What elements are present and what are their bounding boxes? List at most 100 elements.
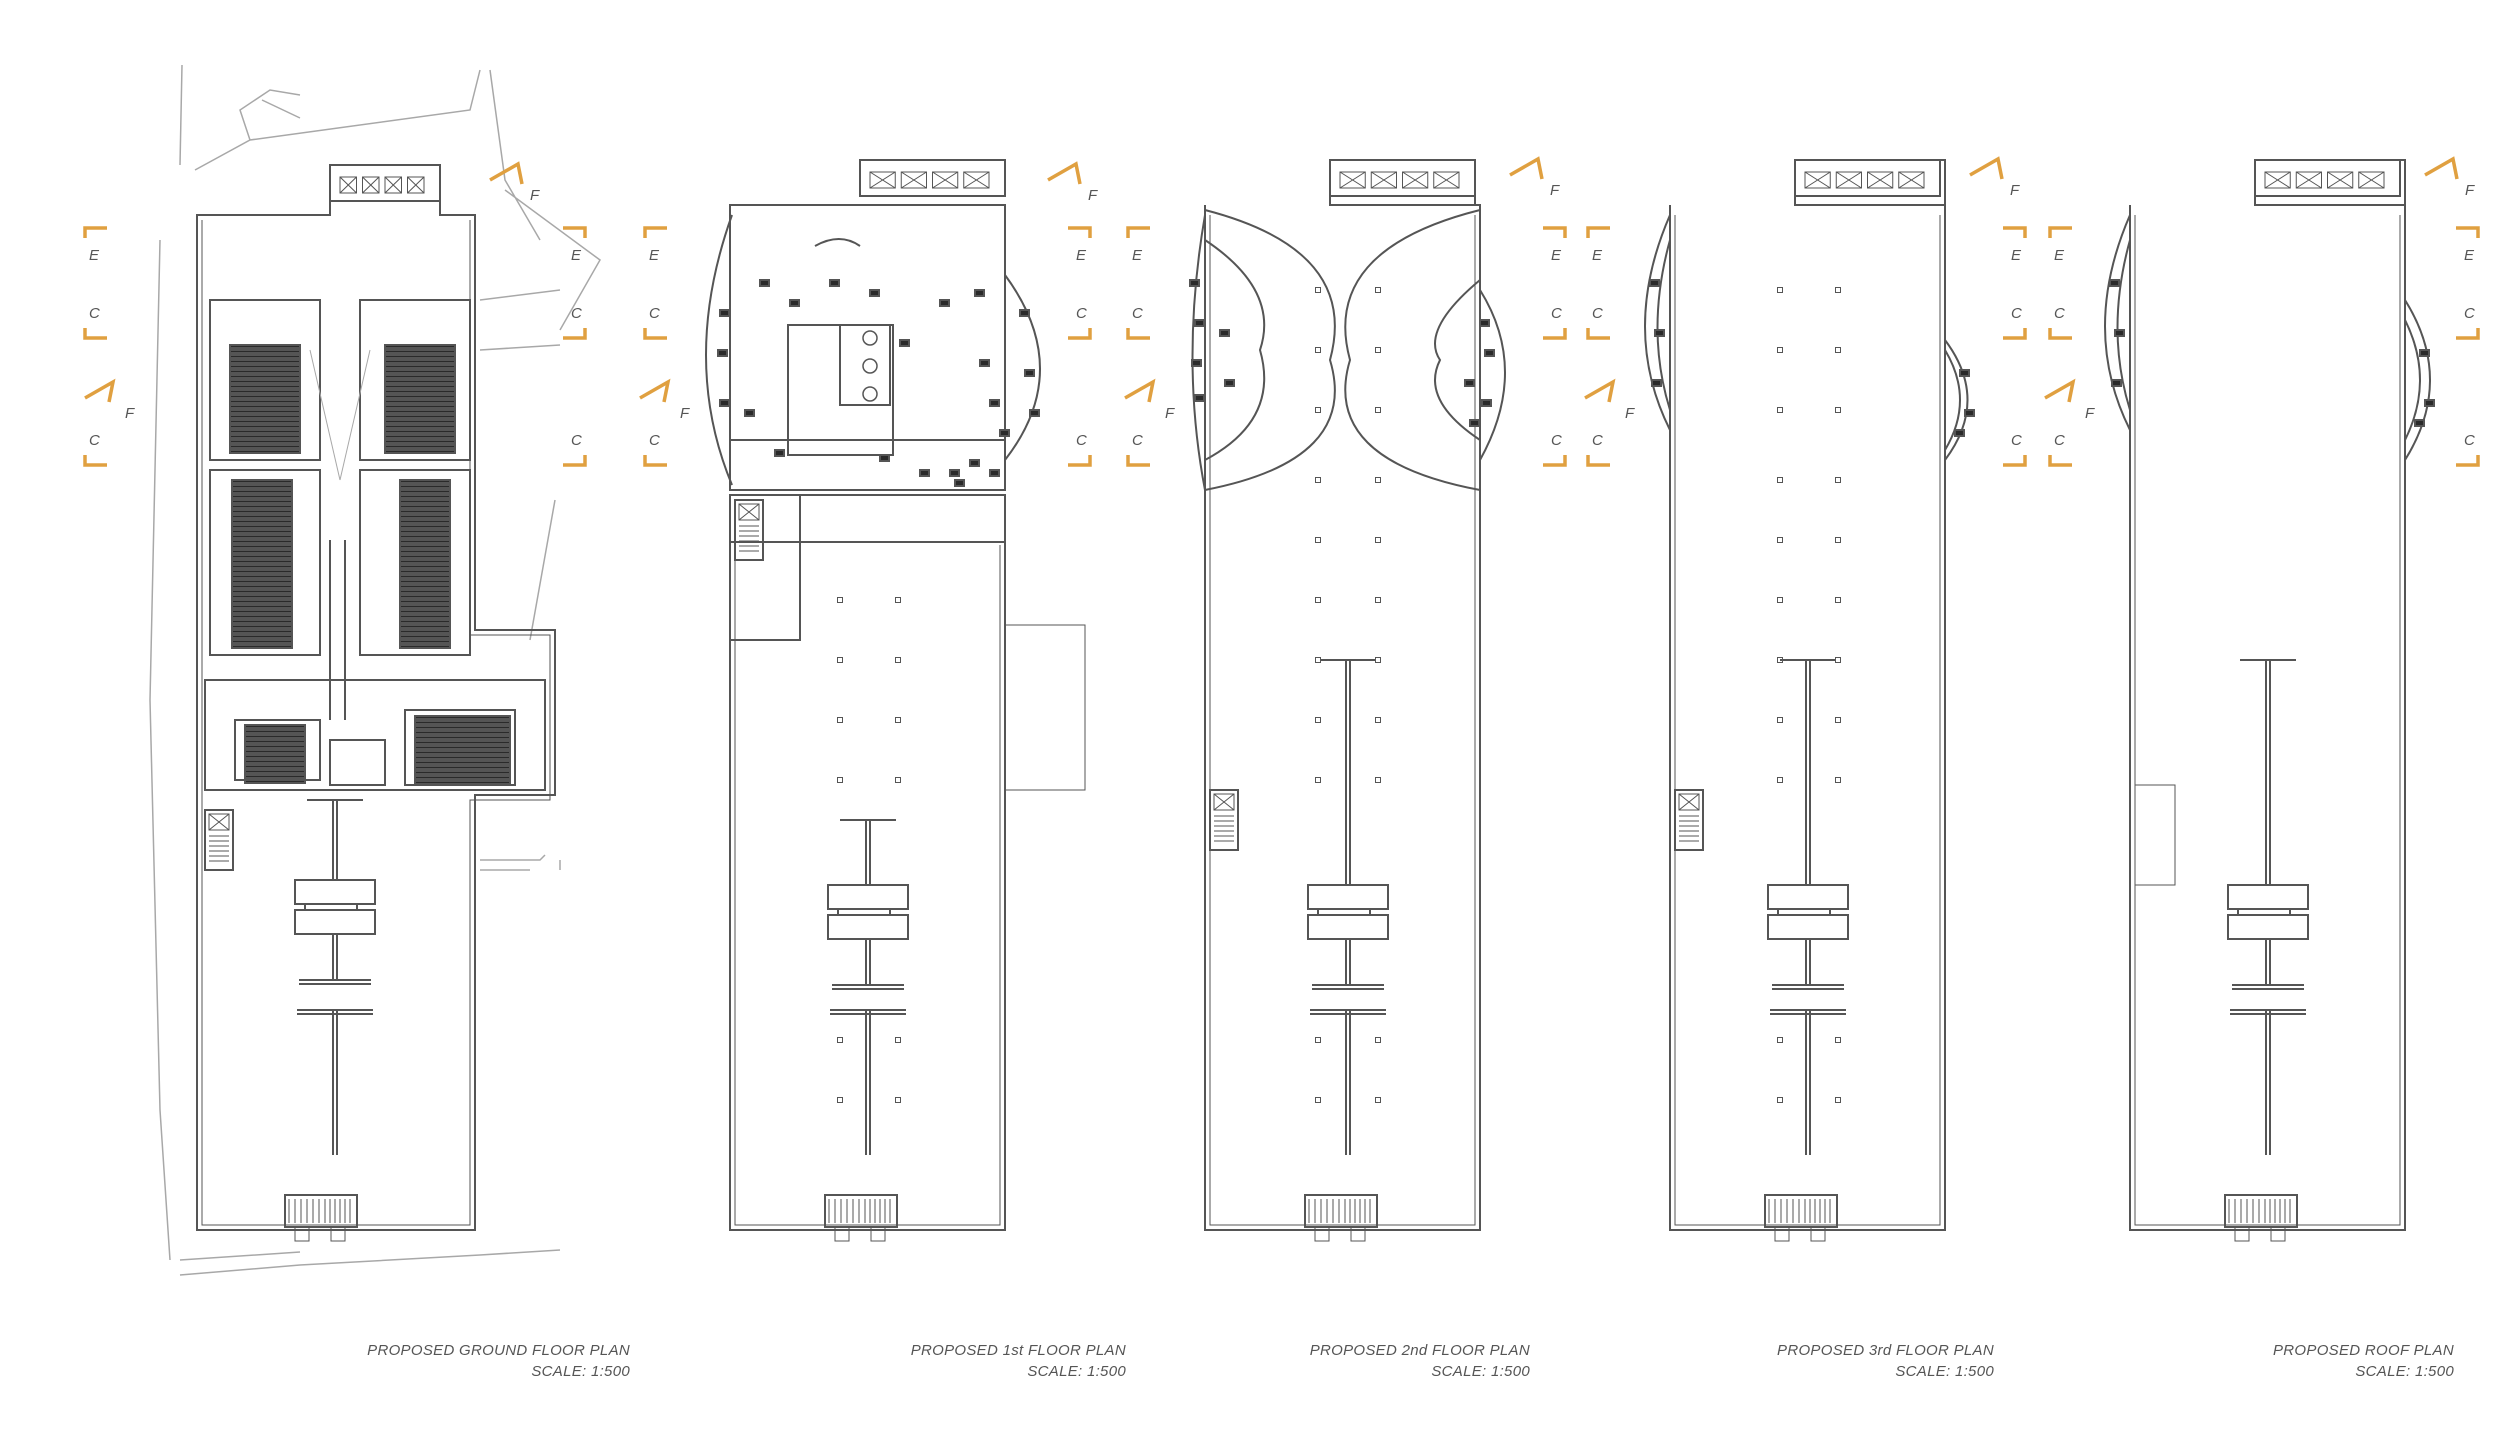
column [1375,777,1381,783]
seat-row [384,429,456,434]
seat-row [399,589,451,594]
furniture [989,469,1000,477]
section-arrow [2424,156,2459,180]
seat-row [231,534,293,539]
furniture [1029,409,1040,417]
column-round [862,386,878,402]
seat-row [231,624,293,629]
reception-desk [814,238,861,247]
lift-cross [738,503,760,521]
curved-facade [2404,319,2421,441]
section-label: C [89,305,100,322]
section-marker: F [2424,156,2475,199]
column [1375,657,1381,663]
furniture [869,289,880,297]
seat-row [244,724,306,729]
wall [1370,171,1397,189]
wall [1867,171,1894,189]
column [1835,1037,1841,1043]
column [1315,287,1321,293]
column [1315,777,1321,783]
section-arrow [1047,161,1082,185]
seat-row [399,539,451,544]
lift-cross [208,813,230,831]
furniture [829,279,840,287]
wall [1209,789,1239,851]
wall [1004,624,1086,791]
plan-title-second: PROPOSED 2nd FLOOR PLAN SCALE: 1:500 [1200,1340,1530,1382]
lift-cross [1835,171,1862,189]
section-marker: C [563,432,587,467]
plan-scale-text: SCALE: 1:500 [531,1363,630,1380]
wall [204,679,546,791]
seat-row [231,514,293,519]
section-marker: C [2003,432,2027,467]
furniture [2424,399,2435,407]
building-outline [1669,159,1946,1231]
section-arrow [643,328,667,340]
wall [2358,171,2385,189]
section-label: C [1076,305,1087,322]
column [837,1037,843,1043]
furniture [1481,399,1492,407]
section-arrow [83,226,107,238]
seat-row [414,750,511,755]
furniture [969,459,980,467]
ramp [1767,884,1849,940]
lift-cross [932,171,959,189]
site-line [149,239,556,1261]
curved-facade [1004,274,1041,461]
wall [729,494,801,641]
section-marker: F [489,161,540,204]
section-marker: F [1124,378,1175,422]
seat-row [384,389,456,394]
section-marker: C [1068,432,1092,467]
seat-row [231,584,293,589]
column [1315,597,1321,603]
section-label: C [649,305,660,322]
seat-row [399,604,451,609]
seat-row [384,374,456,379]
seat-row [399,529,451,534]
seat-row [399,614,451,619]
seat-row [399,624,451,629]
wall [729,204,1006,491]
section-arrow [2048,455,2072,467]
seat-row [231,494,293,499]
section-label: F [530,187,540,204]
seat-row [414,725,511,730]
section-arrow [2003,328,2027,340]
column [837,597,843,603]
section-label: C [1551,305,1562,322]
wall [870,1226,886,1242]
seat-row [244,764,306,769]
seat-row [229,434,301,439]
lift-cross [384,176,402,194]
seat-row [244,739,306,744]
seat-row [399,509,451,514]
section-arrow [2003,226,2027,238]
seat-row [414,715,511,720]
wall [1213,793,1235,811]
guide-line [339,349,371,481]
section-arrow [1126,226,1150,238]
wall [384,176,402,194]
curved-facade [1656,239,1671,411]
seat-row [399,499,451,504]
building-outline [1204,159,1481,1231]
column [1375,597,1381,603]
seat-row [231,594,293,599]
section-label: F [1625,405,1635,422]
section-marker: C [643,432,667,467]
section-arrow [563,328,587,340]
wall [869,171,896,189]
seat-row [414,745,511,750]
seat-row [414,720,511,725]
seat-row [244,759,306,764]
section-marker: E [2003,226,2027,264]
furniture [899,339,910,347]
column [895,777,901,783]
seat-row [399,629,451,634]
column [1777,1097,1783,1103]
seat-row [231,504,293,509]
